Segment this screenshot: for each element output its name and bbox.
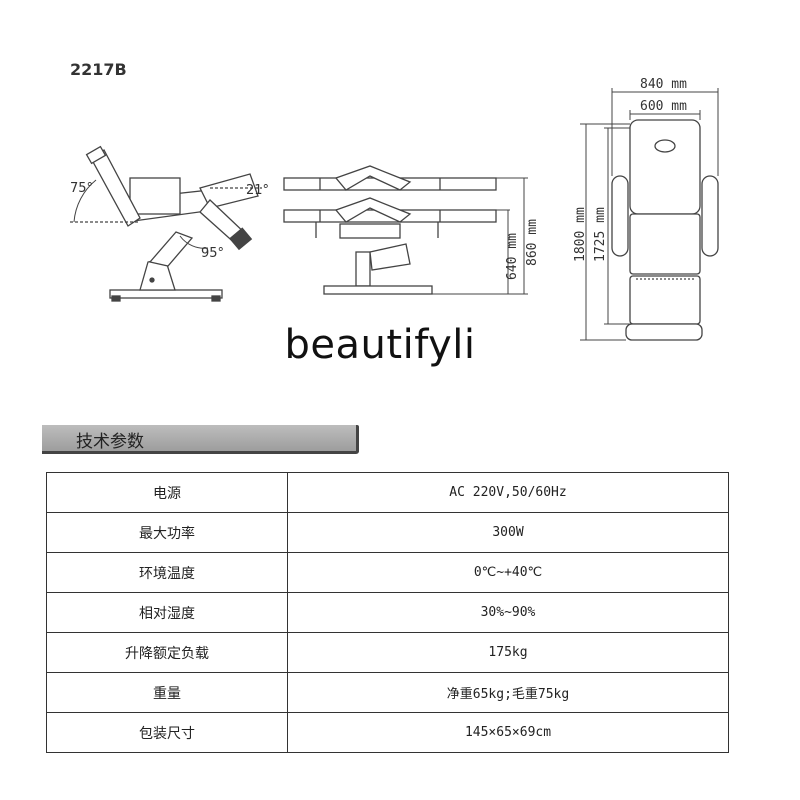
table-row: 包装尺寸 145×65×69cm — [46, 712, 729, 753]
spec-label: 最大功率 — [46, 512, 288, 553]
angle-label-95: 95° — [201, 246, 224, 261]
table-row: 最大功率 300W — [46, 512, 729, 553]
spec-value: AC 220V,50/60Hz — [287, 472, 729, 513]
overall-width-label: 840 mm — [640, 77, 687, 92]
spec-label: 包装尺寸 — [46, 712, 288, 753]
spec-label: 升降额定负载 — [46, 632, 288, 673]
spec-value: 145×65×69cm — [287, 712, 729, 753]
height-view-drawing — [283, 165, 497, 295]
spec-table: 电源 AC 220V,50/60Hz 最大功率 300W 环境温度 0℃~+40… — [46, 472, 729, 753]
table-width-label: 600 mm — [640, 99, 687, 114]
table-row: 重量 净重65kg;毛重75kg — [46, 672, 729, 713]
table-row: 相对湿度 30%~90% — [46, 592, 729, 633]
spec-value: 净重65kg;毛重75kg — [287, 672, 729, 713]
min-height-label: 640 mm — [505, 233, 520, 280]
section-title: 技术参数 — [76, 432, 144, 452]
table-length-label: 1725 mm — [593, 207, 608, 262]
product-drawings: 75° 21° 95° 640 mm 860 mm — [70, 77, 719, 341]
overall-length-label: 1800 mm — [573, 207, 588, 262]
spec-value: 0℃~+40℃ — [287, 552, 729, 593]
max-height-label: 860 mm — [525, 219, 540, 266]
section-header: 技术参数 — [42, 425, 359, 454]
table-row: 环境温度 0℃~+40℃ — [46, 552, 729, 593]
spec-value: 175kg — [287, 632, 729, 673]
spec-value: 30%~90% — [287, 592, 729, 633]
top-dimension-lines — [580, 88, 719, 341]
brand-name: beautifyli — [284, 322, 476, 368]
angle-label-21: 21° — [246, 183, 269, 198]
angle-label-75: 75° — [70, 181, 93, 196]
table-row: 升降额定负载 175kg — [46, 632, 729, 673]
spec-label: 环境温度 — [46, 552, 288, 593]
model-number: 2217B — [70, 60, 127, 79]
spec-label: 重量 — [46, 672, 288, 713]
spec-label: 电源 — [46, 472, 288, 513]
height-dimension-lines — [430, 177, 528, 295]
side-view-drawing — [70, 145, 262, 302]
table-row: 电源 AC 220V,50/60Hz — [46, 472, 729, 513]
spec-value: 300W — [287, 512, 729, 553]
spec-label: 相对湿度 — [46, 592, 288, 633]
top-view-drawing — [611, 119, 719, 341]
